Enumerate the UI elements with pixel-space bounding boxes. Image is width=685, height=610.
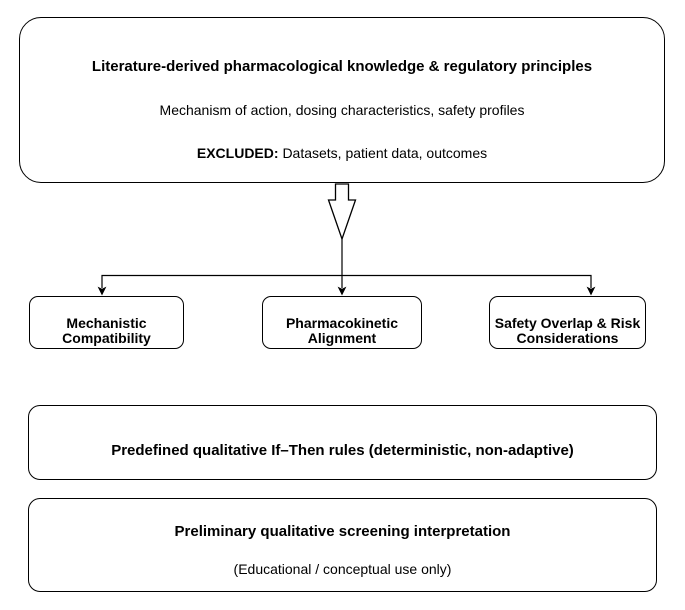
output-box-subtitle: (Educational / conceptual use only) bbox=[233, 561, 452, 577]
output-box-title: Preliminary qualitative screening interp… bbox=[174, 523, 511, 540]
criteria-mechanistic-line2: Compatibility bbox=[62, 330, 151, 346]
arrowhead-right-icon bbox=[586, 286, 596, 296]
output-box: Preliminary qualitative screening interp… bbox=[28, 498, 657, 592]
criteria-safety-line1: Safety Overlap & Risk bbox=[494, 314, 641, 331]
knowledge-source-subtitle: Mechanism of action, dosing characterist… bbox=[159, 102, 525, 118]
criteria-box-pharmacokinetic: Pharmacokinetic Alignment bbox=[262, 296, 422, 349]
knowledge-source-box: Literature-derived pharmacological knowl… bbox=[19, 17, 665, 183]
arrowhead-center-icon bbox=[337, 286, 347, 296]
criteria-pharmacokinetic-line2: Alignment bbox=[307, 330, 377, 346]
criteria-mechanistic-line1: Mechanistic bbox=[66, 314, 147, 331]
excluded-label: EXCLUDED: bbox=[196, 145, 279, 161]
knowledge-source-title: Literature-derived pharmacological knowl… bbox=[91, 58, 593, 75]
rules-box-label: Predefined qualitative If–Then rules (de… bbox=[111, 442, 574, 459]
criteria-pharmacokinetic-line1: Pharmacokinetic bbox=[285, 314, 399, 331]
criteria-box-safety: Safety Overlap & Risk Considerations bbox=[489, 296, 646, 349]
knowledge-source-excluded-line: EXCLUDED: Datasets, patient data, outcom… bbox=[20, 144, 664, 162]
criteria-safety-line2: Considerations bbox=[516, 330, 619, 346]
excluded-text: Datasets, patient data, outcomes bbox=[282, 145, 488, 161]
block-arrow-down-icon bbox=[327, 183, 357, 241]
rules-box: Predefined qualitative If–Then rules (de… bbox=[28, 405, 657, 480]
criteria-box-mechanistic: Mechanistic Compatibility bbox=[29, 296, 184, 349]
branch-connector-line bbox=[101, 274, 592, 288]
arrowhead-left-icon bbox=[97, 286, 107, 296]
